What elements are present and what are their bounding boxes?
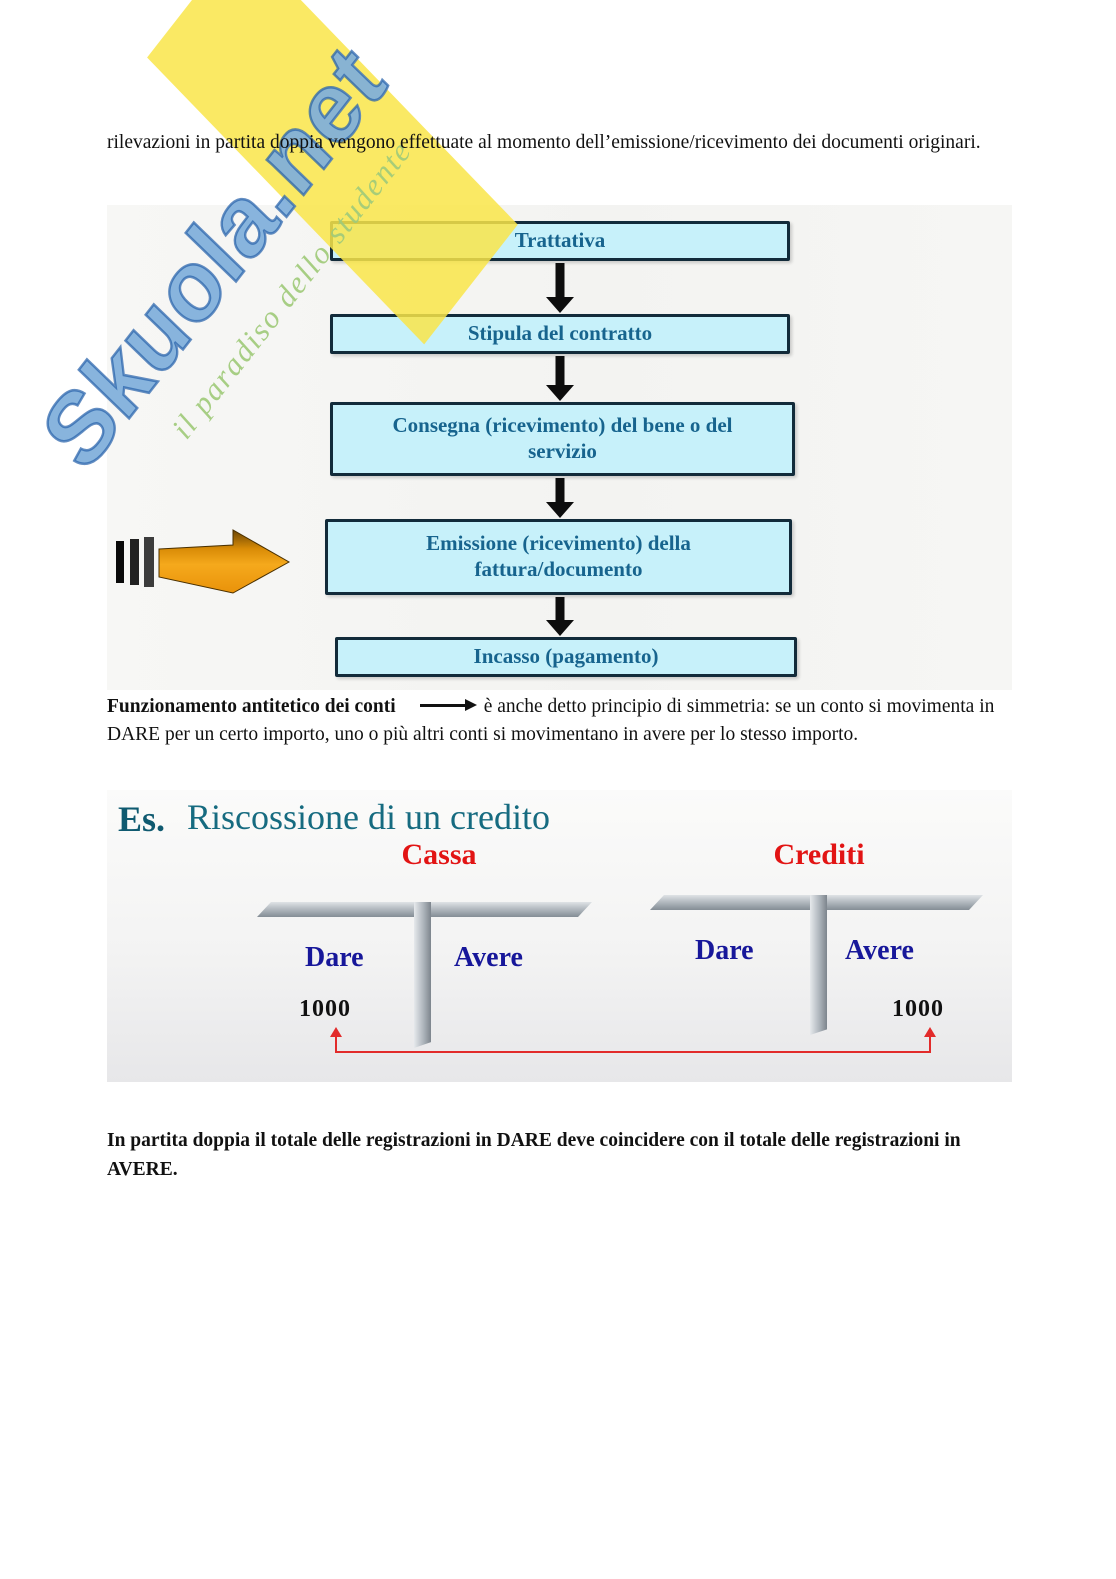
symmetry-body: è anche detto principio di simmetria: se… (107, 696, 995, 745)
arrow-shaft (555, 478, 565, 502)
flowchart-step-trattativa: Trattativa (330, 221, 790, 261)
flowchart-step-consegna: Consegna (ricevimento) del bene o del se… (330, 402, 795, 476)
symmetry-lead: Funzionamento antitetico dei conti (107, 696, 396, 717)
cassa-dare-value: 1000 (299, 996, 351, 1022)
up-arrowhead-icon (924, 1027, 936, 1037)
arrow-head (546, 297, 574, 313)
arrow-head (546, 620, 574, 636)
conclusion-paragraph: In partita doppia il totale delle regist… (107, 1130, 961, 1180)
t-account-bar-vertical (414, 902, 431, 1048)
highlight-arrow-icon (116, 529, 291, 594)
right-arrow-icon (419, 699, 477, 710)
arrow-head (546, 502, 574, 518)
arrow-shaft (555, 597, 565, 620)
down-arrow-icon (546, 356, 574, 401)
intro-paragraph: rilevazioni in partita doppia vengono ef… (107, 132, 981, 153)
example-label: Es. (118, 799, 166, 839)
up-arrowhead-icon (330, 1027, 342, 1037)
cassa-dare-label: Dare (305, 942, 364, 973)
t-account-bar-vertical (810, 895, 827, 1035)
down-arrow-icon (546, 263, 574, 313)
crediti-dare-label: Dare (695, 935, 754, 966)
cassa-avere-label: Avere (454, 942, 523, 973)
crediti-avere-value: 1000 (892, 996, 944, 1022)
crediti-avere-label: Avere (845, 935, 914, 966)
double-entry-connector-arrow (330, 1027, 936, 1053)
flowchart-step-incasso: Incasso (pagamento) (335, 637, 797, 677)
account-name-cassa: Cassa (401, 838, 477, 871)
down-arrow-icon (546, 478, 574, 518)
flowchart-step-emissione: Emissione (ricevimento) della fattura/do… (325, 519, 792, 595)
example-slide: Es. Riscossione di un credito Cassa Cred… (107, 790, 1012, 1082)
flowchart-step-stipula: Stipula del contratto (330, 314, 790, 354)
account-name-crediti: Crediti (773, 838, 865, 871)
example-title: Riscossione di un credito (187, 797, 550, 837)
invoice-cycle-flowchart: Trattativa Stipula del contratto Consegn… (107, 205, 1012, 690)
arrow-head (546, 385, 574, 401)
down-arrow-icon (546, 597, 574, 636)
arrow-shaft (555, 356, 565, 385)
arrow-shaft (555, 263, 565, 297)
